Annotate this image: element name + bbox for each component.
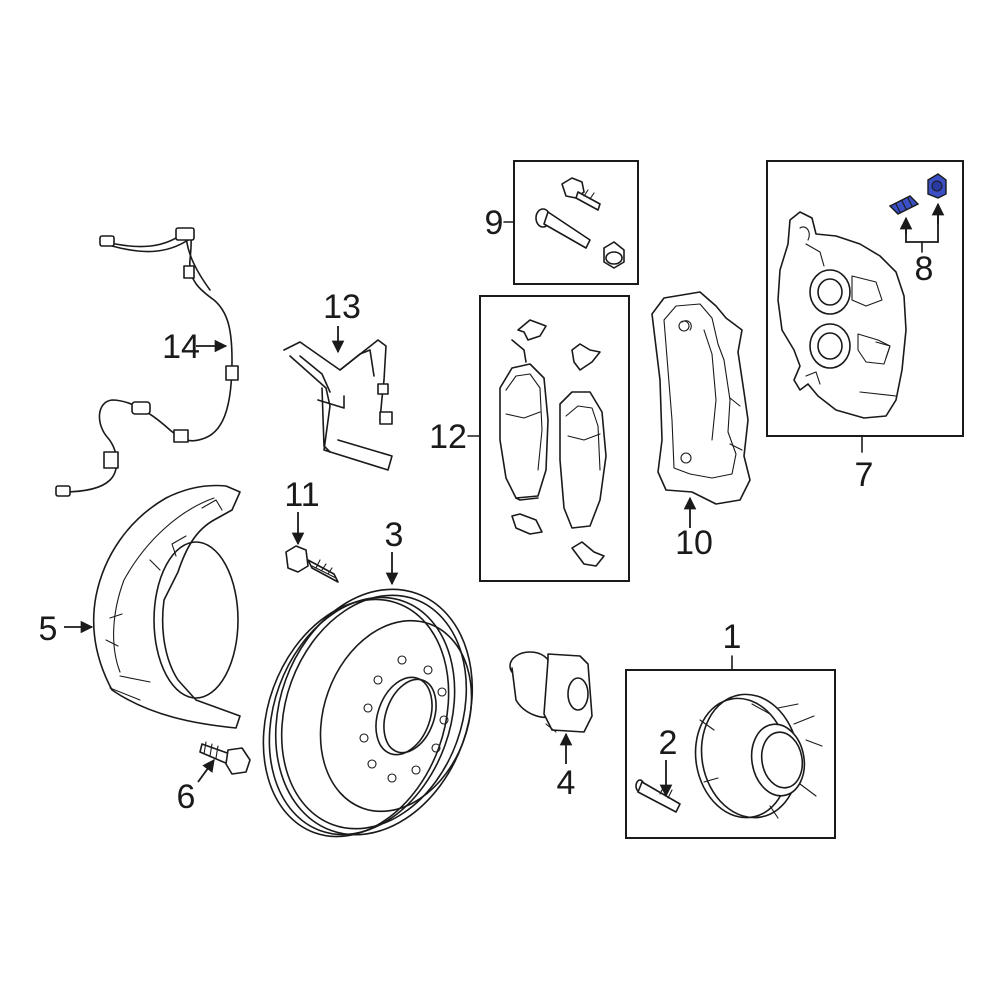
callout-12: 12 — [429, 418, 467, 456]
brake-caliper[interactable] — [777, 211, 907, 419]
shield-bolt[interactable] — [199, 741, 251, 775]
callout-13: 13 — [323, 288, 361, 326]
callout-box-1 — [625, 669, 836, 839]
callout-4: 4 — [557, 764, 576, 802]
bleeder-screw[interactable] — [888, 195, 920, 215]
callout-1: 1 — [723, 618, 742, 656]
callout-7: 7 — [855, 456, 874, 494]
callout-3: 3 — [385, 516, 404, 554]
brake-rotor[interactable] — [232, 561, 506, 862]
abs-sensor-harness[interactable] — [55, 227, 239, 497]
dust-shield[interactable] — [92, 484, 241, 729]
callout-8: 8 — [915, 250, 934, 288]
hose-bracket[interactable] — [283, 339, 393, 471]
callout-box-12 — [479, 295, 630, 582]
callout-6: 6 — [177, 778, 196, 816]
wheel-stud[interactable] — [635, 779, 681, 813]
callout-5: 5 — [39, 610, 58, 648]
callout-14: 14 — [162, 328, 200, 366]
callout-9: 9 — [485, 204, 504, 242]
callout-2: 2 — [659, 724, 678, 762]
bleeder-cap[interactable] — [927, 173, 947, 199]
caliper-bracket[interactable] — [651, 291, 751, 505]
callout-10: 10 — [675, 524, 713, 562]
callout-11: 11 — [284, 476, 319, 514]
hub-spacer[interactable] — [509, 651, 593, 733]
callout-box-7 — [766, 160, 964, 437]
guide-pin-kit[interactable] — [535, 177, 625, 269]
wheel-hub-assembly[interactable] — [686, 687, 823, 826]
brake-pad-set[interactable] — [499, 319, 607, 567]
caliper-mount-bolt[interactable] — [285, 545, 339, 583]
